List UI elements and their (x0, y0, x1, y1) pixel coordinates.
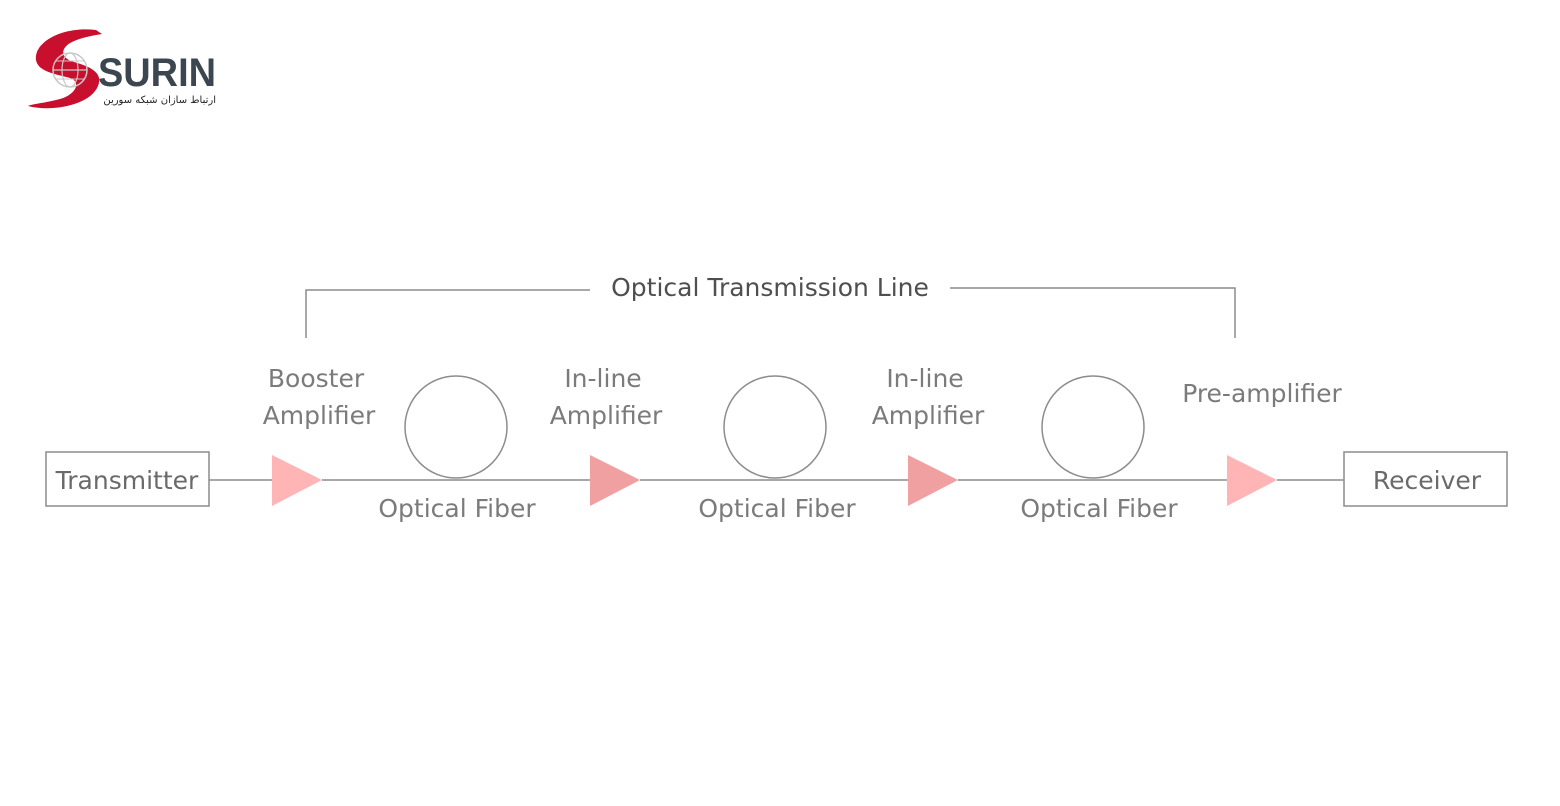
transmission-line-bracket (305, 287, 1236, 338)
booster-amplifier-icon (272, 455, 322, 506)
amplifier-3-label-line1: In-line (886, 364, 963, 393)
fiber-2-label: Optical Fiber (698, 494, 856, 523)
diagram-title: Optical Transmission Line (611, 273, 929, 302)
fiber-coil-2-icon (723, 375, 827, 479)
surin-logo: SURIN ارتباط سازان شبکه سورین (28, 29, 216, 109)
fiber-coil-3-icon (1041, 375, 1145, 479)
logo-swoosh-icon (28, 29, 102, 109)
logo-brand-name: SURIN (98, 51, 216, 95)
inline-amplifier-2-icon (908, 455, 958, 506)
pre-amplifier-icon (1227, 455, 1277, 506)
amplifier-4-label: Pre-amplifier (1182, 379, 1342, 408)
transmitter-label: Transmitter (55, 466, 199, 495)
fiber-1-label: Optical Fiber (378, 494, 536, 523)
inline-amplifier-1-icon (590, 455, 640, 506)
transmitter-box: Transmitter (45, 451, 210, 507)
amplifier-3-label-line2: Amplifier (872, 401, 985, 430)
fiber-3-label: Optical Fiber (1020, 494, 1178, 523)
receiver-box: Receiver (1343, 451, 1508, 507)
amplifier-2-label-line1: In-line (564, 364, 641, 393)
logo-tagline: ارتباط سازان شبکه سورین (103, 95, 216, 106)
amplifier-1-label-line1: Booster (268, 364, 365, 393)
amplifier-2-label-line2: Amplifier (550, 401, 663, 430)
fiber-coil-1-icon (404, 375, 508, 479)
amplifier-1-label-line2: Amplifier (263, 401, 376, 430)
receiver-label: Receiver (1373, 466, 1482, 495)
